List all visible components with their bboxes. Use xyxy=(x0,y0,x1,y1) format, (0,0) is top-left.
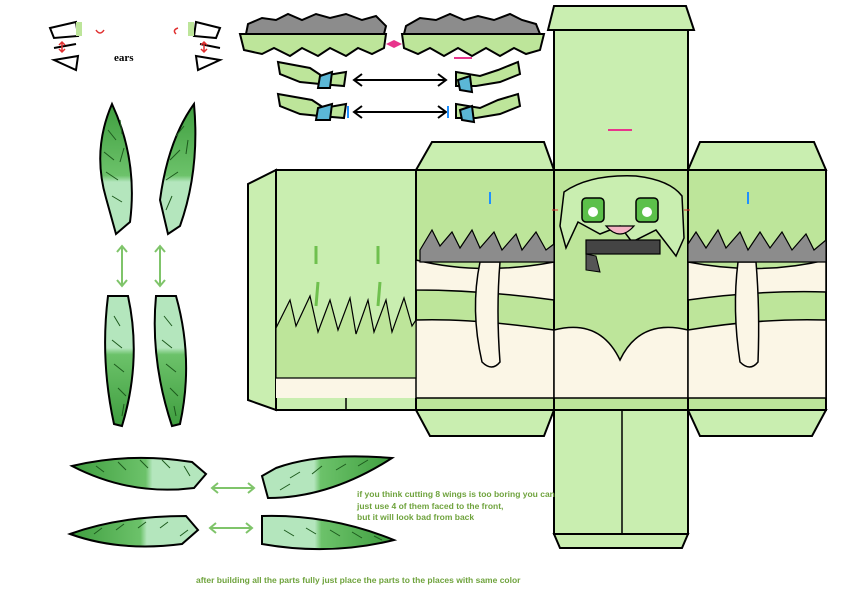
wing-v-1 xyxy=(99,101,133,236)
body-arms xyxy=(474,261,760,368)
ear-mark-right xyxy=(173,27,179,35)
wings-note: if you think cutting 8 wings is too bori… xyxy=(357,489,567,524)
headband-pieces xyxy=(276,60,522,124)
ear-left-top xyxy=(48,20,80,40)
back-marks xyxy=(314,246,382,307)
net-tab-right-top xyxy=(686,141,828,171)
wing-v-3 xyxy=(104,295,135,428)
cut-marker-icon xyxy=(58,40,66,54)
wing-h-vein-lines xyxy=(93,459,383,541)
ear-right-top xyxy=(192,20,222,40)
wings-vertical xyxy=(99,101,197,428)
wing-vein-lines xyxy=(103,119,189,417)
net-bottom-tab xyxy=(552,533,690,549)
wings-note-line-1: if you think cutting 8 wings is too bori… xyxy=(357,489,555,499)
ear-right-slit xyxy=(199,43,221,49)
double-arrow-icon xyxy=(208,482,256,534)
wing-h-4 xyxy=(261,514,398,551)
wings-note-line-2: just use 4 of them faced to the front, xyxy=(357,500,504,511)
ear-left-top-green xyxy=(76,22,82,36)
footer-note: after building all the parts fully just … xyxy=(196,575,521,585)
connector-marker xyxy=(386,40,402,48)
net-top-face xyxy=(553,29,689,171)
front-face-character xyxy=(559,175,685,273)
ear-left-bottom xyxy=(50,54,80,72)
wing-v-4 xyxy=(153,295,188,428)
ear-right-top-green xyxy=(188,22,194,36)
ears-label: ears xyxy=(114,52,134,64)
double-arrow-icon xyxy=(352,73,448,119)
wing-h-2 xyxy=(260,455,396,500)
back-hair-fringe xyxy=(275,294,417,379)
double-arrow-icon xyxy=(116,244,166,288)
hair-band-left xyxy=(238,12,388,58)
ear-left-slit xyxy=(53,43,77,49)
ear-mark-left xyxy=(95,29,105,34)
wings-note-line-3: but it will look bad from back xyxy=(357,512,475,522)
wing-v-2 xyxy=(158,101,197,236)
ears-group xyxy=(48,20,224,72)
net-top-tab xyxy=(546,5,696,31)
net-bottom-face xyxy=(553,409,689,535)
net-tab-right-bottom xyxy=(686,409,828,437)
wing-h-3 xyxy=(67,514,200,548)
side-markers xyxy=(489,192,749,204)
wing-h-1 xyxy=(69,456,208,491)
hair-fringe xyxy=(419,228,827,263)
ear-markers xyxy=(58,27,208,54)
net-tab-left-top xyxy=(414,141,556,171)
cut-marker-icon xyxy=(200,40,208,54)
ear-right-bottom xyxy=(194,54,224,72)
net-tab-left-bottom xyxy=(414,409,556,437)
hair-band-right xyxy=(400,12,546,59)
net-back-tab xyxy=(247,168,277,412)
wings-horizontal xyxy=(67,455,398,551)
